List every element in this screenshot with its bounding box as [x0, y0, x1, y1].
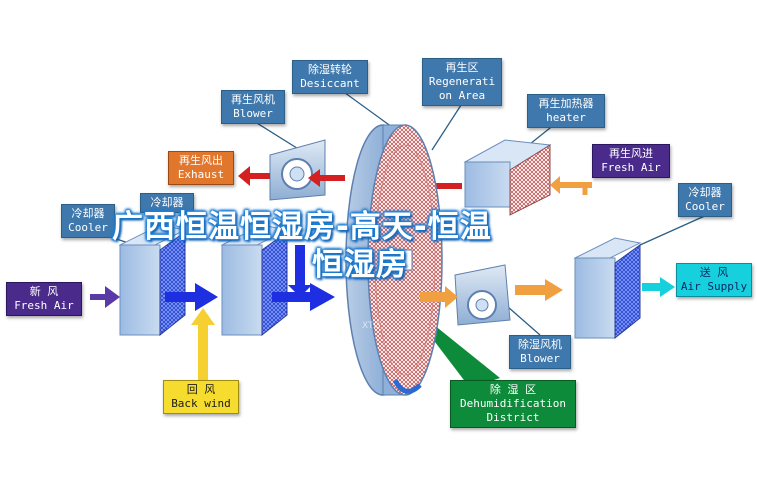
desiccant-label: 除湿转轮 Desiccant [292, 60, 368, 94]
regen-fresh-air-label-zh: 再生风进 [609, 147, 653, 160]
regen-heater-label: 再生加热器 heater [527, 94, 605, 128]
dehumid-district-label-zh: 除 湿 区 [489, 383, 537, 396]
cooler-right-label-en: Cooler [685, 200, 725, 213]
wheel-watermark: XTG [362, 321, 381, 331]
dehumid-blower-fan [454, 264, 511, 326]
dehumid-blower-label: 除湿风机 Blower [509, 335, 571, 369]
watermark-title-line1: 广西恒温恒湿房-高天-恒温 [112, 209, 492, 245]
dehumid-district-label-en1: Dehumidification [460, 397, 566, 410]
fresh-air-label-zh: 新 风 [29, 285, 59, 298]
cooler-left-label-zh: 冷却器 [71, 207, 105, 220]
process-arrows [90, 245, 675, 380]
regen-fresh-air-label: 再生风进 Fresh Air [592, 144, 670, 178]
fresh-air-label: 新 风 Fresh Air [6, 282, 82, 316]
regen-blower-fan [269, 139, 326, 201]
cooler-mid-label: 冷却器 [140, 193, 194, 213]
cooler-mid-label-zh: 冷却器 [150, 196, 184, 209]
regen-heater-label-zh: 再生加热器 [538, 97, 594, 110]
fresh-air-label-en: Fresh Air [14, 299, 74, 312]
back-wind-label-zh: 回 风 [186, 383, 216, 396]
exhaust-label-en: Exhaust [177, 168, 225, 181]
regen-heater-unit [463, 139, 552, 216]
exhaust-label: 再生风出 Exhaust [168, 151, 234, 185]
desiccant-wheel [345, 124, 443, 396]
dehumid-blower-label-en: Blower [520, 352, 560, 365]
back-wind-label: 回 风 Back wind [163, 380, 239, 414]
cooler-left-unit [118, 224, 187, 337]
cooler-mid-unit [220, 224, 289, 337]
watermark-title-line2: 恒湿房 [312, 247, 408, 283]
air-supply-label: 送 风 Air Supply [676, 263, 752, 297]
cooler-right-label: 冷却器 Cooler [678, 183, 732, 217]
regen-blower-label: 再生风机 Blower [221, 90, 285, 124]
desiccant-label-en: Desiccant [300, 77, 360, 90]
regen-blower-label-zh: 再生风机 [231, 93, 275, 106]
regeneration-label-zh: 再生区 [445, 61, 479, 74]
back-wind-label-en: Back wind [171, 397, 231, 410]
desiccant-label-zh: 除湿转轮 [308, 63, 352, 76]
cooler-left-label: 冷却器 Cooler [61, 204, 115, 238]
dehumid-district-label: 除 湿 区 Dehumidification District [450, 380, 576, 428]
regen-fresh-air-label-en: Fresh Air [601, 161, 661, 174]
cooler-left-label-en: Cooler [68, 221, 108, 234]
watermark-title: 广西恒温恒湿房-高天-恒温 恒湿房 [112, 208, 652, 284]
regeneration-label-en2: on Area [438, 89, 486, 102]
exhaust-label-zh: 再生风出 [179, 154, 223, 167]
air-supply-label-zh: 送 风 [699, 266, 729, 279]
regeneration-label: 再生区 Regenerati on Area [422, 58, 502, 106]
air-supply-label-en: Air Supply [680, 280, 748, 293]
dehumid-blower-label-zh: 除湿风机 [518, 338, 562, 351]
regen-blower-label-en: Blower [233, 107, 273, 120]
cooler-right-unit [573, 237, 642, 340]
cooler-right-label-zh: 冷却器 [688, 186, 722, 199]
regen-heater-label-en: heater [546, 111, 586, 124]
regeneration-label-en1: Regenerati [428, 75, 496, 88]
dehumid-district-label-en2: District [486, 411, 540, 424]
